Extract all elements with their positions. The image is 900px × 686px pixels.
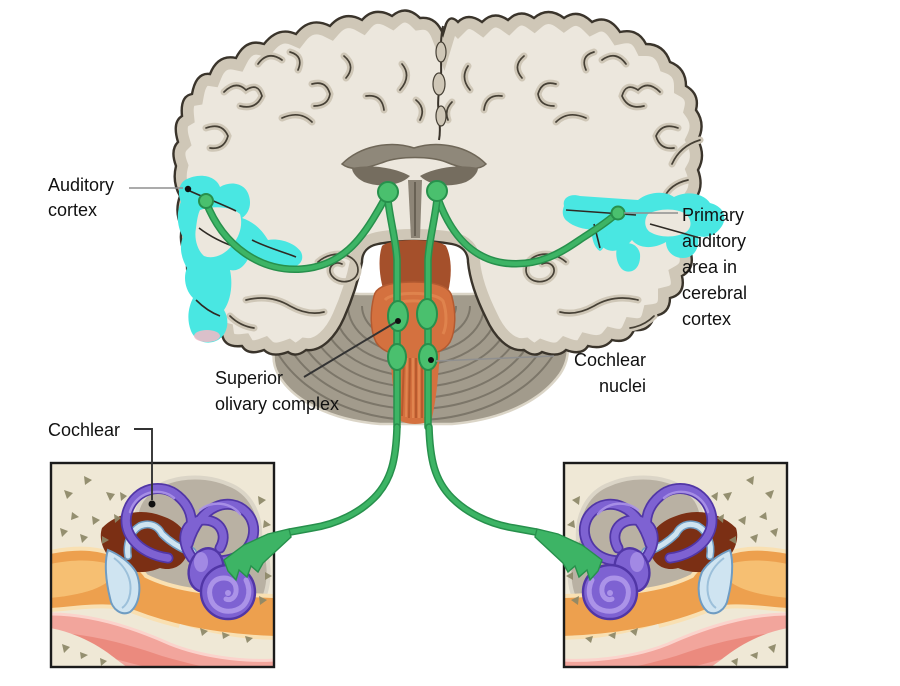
auditory-nerve-left bbox=[223, 423, 401, 582]
leader-dot-cochlear-nuclei bbox=[428, 357, 434, 363]
cochlear-nucleus-node-right bbox=[418, 343, 438, 371]
leader-line-superior-olivary bbox=[303, 321, 397, 378]
label-cochlear-nuclei: Cochlear nuclei bbox=[556, 347, 646, 399]
pons bbox=[370, 281, 456, 357]
leader-line-cochlear-nuclei bbox=[435, 355, 555, 362]
superior-olivary-node-right bbox=[416, 298, 438, 330]
longitudinal-fissure bbox=[432, 25, 447, 141]
label-line: Superior bbox=[215, 368, 284, 388]
cortex-node-right bbox=[610, 205, 626, 221]
annotations bbox=[129, 185, 678, 508]
thalamus-node-left bbox=[377, 181, 399, 203]
label-auditory-cortex: Auditory cortex bbox=[48, 173, 114, 223]
label-line: area in bbox=[682, 257, 738, 277]
leader-dot-cochlear bbox=[148, 500, 156, 508]
auditory-nerve-right bbox=[425, 423, 603, 582]
nerve-fan-left bbox=[223, 528, 292, 582]
thalamus-node-right bbox=[426, 180, 448, 202]
cortex-node-left bbox=[198, 193, 214, 209]
label-line: auditory bbox=[682, 231, 747, 251]
label-superior-olivary-complex: Superior olivary complex bbox=[215, 365, 339, 417]
label-line: Cochlear bbox=[48, 420, 121, 440]
label-line: Primary bbox=[682, 205, 744, 225]
cochlear-nucleus-node-left bbox=[387, 343, 407, 371]
brain-coronal-section bbox=[172, 9, 702, 356]
label-cochlear: Cochlear bbox=[48, 418, 120, 443]
leader-line-cochlear bbox=[134, 428, 153, 500]
leader-dot-superior-olivary bbox=[395, 318, 401, 324]
label-line: cortex bbox=[682, 309, 732, 329]
leader-dot-auditory-cortex bbox=[184, 185, 192, 193]
lateral-ventricles bbox=[340, 143, 488, 238]
label-line: olivary complex bbox=[215, 394, 340, 414]
label-primary-auditory-area: Primary auditory area in cerebral cortex bbox=[682, 202, 747, 332]
label-line: Cochlear bbox=[573, 350, 646, 370]
label-line: nuclei bbox=[598, 376, 646, 396]
superior-olivary-node-left bbox=[387, 300, 409, 332]
label-line: Auditory bbox=[48, 175, 115, 195]
label-line: cerebral bbox=[682, 283, 748, 303]
label-line: cortex bbox=[48, 200, 98, 220]
nerve-fan-right bbox=[534, 528, 603, 582]
auditory-pathway bbox=[198, 180, 626, 582]
